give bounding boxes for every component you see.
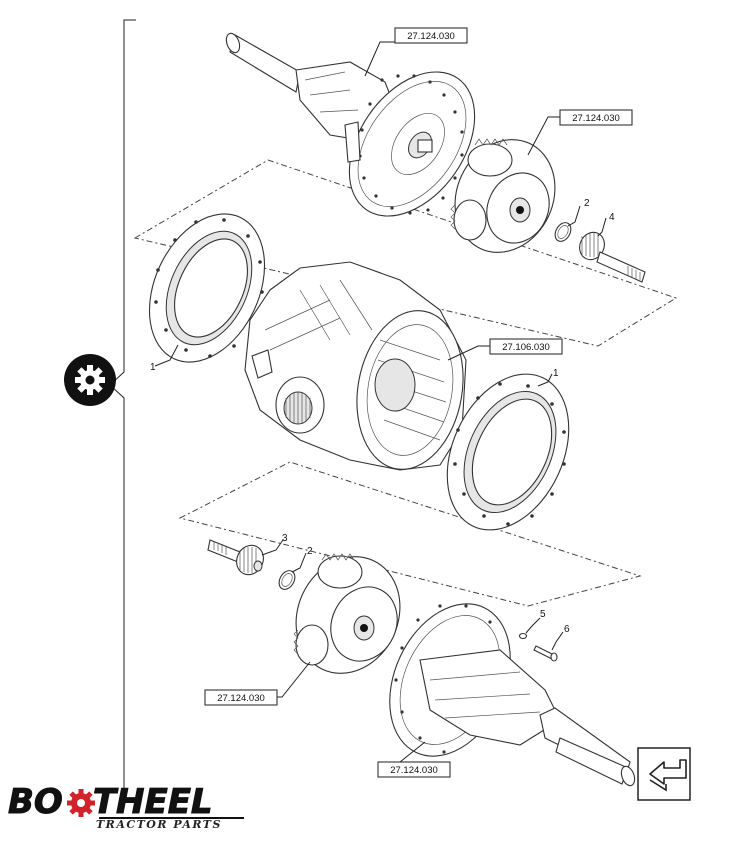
svg-text:27.106.030: 27.106.030 — [502, 342, 550, 353]
svg-text:27.124.030: 27.124.030 — [407, 31, 455, 42]
logo-underline — [99, 817, 244, 819]
svg-text:27.124.030: 27.124.030 — [572, 113, 620, 124]
arrow-return-icon[interactable] — [637, 747, 691, 801]
ref-box-center-housing[interactable]: 27.106.030 — [489, 338, 563, 355]
bolt — [533, 645, 558, 662]
item-number-pinion-bottom: 3 — [282, 533, 288, 544]
item-number-bolt: 6 — [564, 624, 570, 635]
washer — [518, 632, 528, 640]
center-housing — [244, 261, 467, 471]
gear-icon[interactable] — [64, 354, 116, 406]
exploded-frame-upper — [133, 159, 678, 347]
svg-text:27.124.030: 27.124.030 — [217, 693, 265, 704]
planetary-carrier-top — [450, 138, 556, 253]
pinion-shaft-bottom — [207, 539, 264, 576]
ring-gear-left — [148, 213, 266, 363]
item-number-ring-right: 1 — [553, 368, 559, 379]
item-number-pinion-top: 4 — [609, 212, 615, 223]
item-number-ring-left: 1 — [150, 362, 156, 373]
item-number-washer: 5 — [540, 609, 546, 620]
ref-box-planet-bottom[interactable]: 27.124.030 — [204, 689, 278, 706]
ref-box-shaft-top[interactable]: 27.124.030 — [394, 27, 468, 44]
item-number-snap-bottom: 2 — [307, 546, 313, 557]
svg-text:27.124.030: 27.124.030 — [390, 765, 438, 776]
snap-ring-top — [554, 222, 572, 242]
item-number-snap-top: 2 — [584, 198, 590, 209]
axle-housing-top — [225, 32, 476, 217]
planetary-carrier-bottom — [293, 553, 401, 674]
snap-ring-bottom — [278, 570, 296, 590]
exploded-frame-lower — [178, 461, 642, 607]
ref-box-shaft-bottom[interactable]: 27.124.030 — [377, 761, 451, 778]
pinion-shaft-top — [579, 231, 646, 283]
axle-housing-bottom — [389, 603, 636, 787]
logo-tagline: TRACTOR PARTS — [96, 818, 222, 831]
logo-gear-icon — [67, 789, 95, 817]
ring-gear-right — [446, 373, 570, 531]
ref-box-planet-top[interactable]: 27.124.030 — [559, 109, 633, 126]
assembly-bracket — [109, 19, 136, 790]
